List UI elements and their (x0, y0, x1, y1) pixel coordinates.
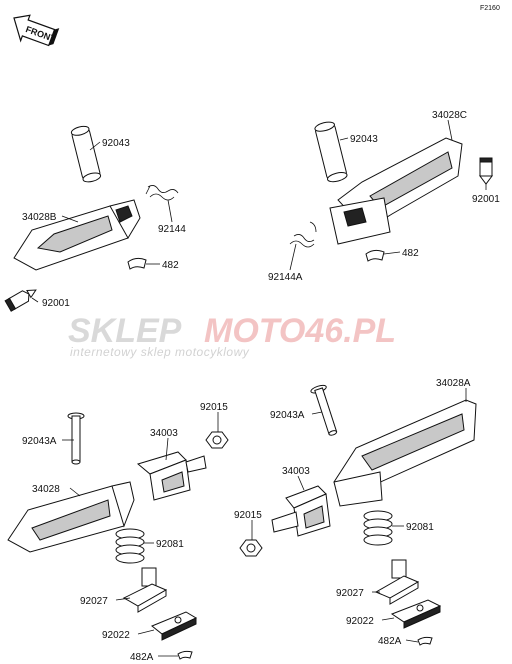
coil-spring-part (363, 510, 393, 546)
callout-label: 92027 (336, 588, 364, 599)
watermark-brand-left: SKLEP (68, 312, 182, 350)
plate-part (151, 611, 198, 641)
bracket-part (271, 485, 331, 537)
nut-part (205, 431, 229, 449)
footpeg-part (7, 481, 135, 553)
footpeg-part (333, 399, 477, 507)
callout-label: 92043 (102, 138, 130, 149)
clip-part (365, 249, 385, 262)
clip-part (177, 650, 193, 660)
callout-label: 482A (378, 636, 402, 647)
callout-label: 34028C (432, 110, 467, 121)
callout-label: 92022 (346, 616, 374, 627)
callout-label: 34003 (150, 428, 178, 439)
footpeg-assembly-bottom-right (239, 384, 477, 646)
callout-label: 92043A (22, 436, 57, 447)
callout-label: 92144A (268, 272, 303, 283)
callout-label: 34028 (32, 484, 60, 495)
callout-label: 34028B (22, 212, 57, 223)
pin-part (310, 384, 338, 436)
footpeg-part (329, 137, 463, 245)
nut-part (239, 539, 263, 557)
callout-label: 92015 (234, 510, 262, 521)
callout-label: 92081 (406, 522, 434, 533)
pin-part (70, 125, 102, 183)
callout-label: 482A (130, 652, 154, 663)
footpeg-assembly-top-left (4, 125, 179, 312)
bolt-part (4, 289, 37, 312)
bracket-part (136, 451, 207, 501)
watermark: SKLEP MOTO46.PL internetowy sklep motocy… (68, 312, 396, 359)
callouts: 92043 92144 34028B 482 92001 92043 34028… (22, 110, 500, 663)
front-arrow-icon: FRONT (13, 14, 60, 47)
footpeg-assembly-top-right (289, 121, 493, 262)
callout-label: 92144 (158, 224, 186, 235)
damper-part (122, 567, 168, 613)
callout-label: 92022 (102, 630, 130, 641)
plate-part (390, 599, 442, 629)
clip-part (127, 257, 147, 270)
watermark-brand-right: MOTO46.PL (204, 312, 396, 350)
damper-part (374, 559, 420, 605)
callout-label: 34028A (436, 378, 471, 389)
clip-part (417, 636, 433, 646)
pin-part (67, 412, 85, 465)
coil-spring-part (115, 528, 145, 564)
watermark-tagline: internetowy sklep motocyklowy (70, 345, 250, 359)
footpeg-assembly-bottom-left (7, 412, 229, 660)
callout-label: 34003 (282, 466, 310, 477)
callout-label: 92015 (200, 402, 228, 413)
callout-label: 92027 (80, 596, 108, 607)
callout-label: 92043A (270, 410, 305, 421)
callout-label: 92001 (42, 298, 70, 309)
callout-label: 482 (162, 260, 179, 271)
figure-code: F2160 (480, 5, 500, 12)
pin-part (314, 121, 348, 183)
callout-label: 92043 (350, 134, 378, 145)
callout-label: 92081 (156, 539, 184, 550)
bolt-part (479, 157, 493, 185)
callout-label: 482 (402, 248, 419, 259)
callout-label: 92001 (472, 194, 500, 205)
spring-part (145, 185, 179, 201)
spring-part (289, 221, 317, 248)
footpeg-part (13, 199, 141, 271)
